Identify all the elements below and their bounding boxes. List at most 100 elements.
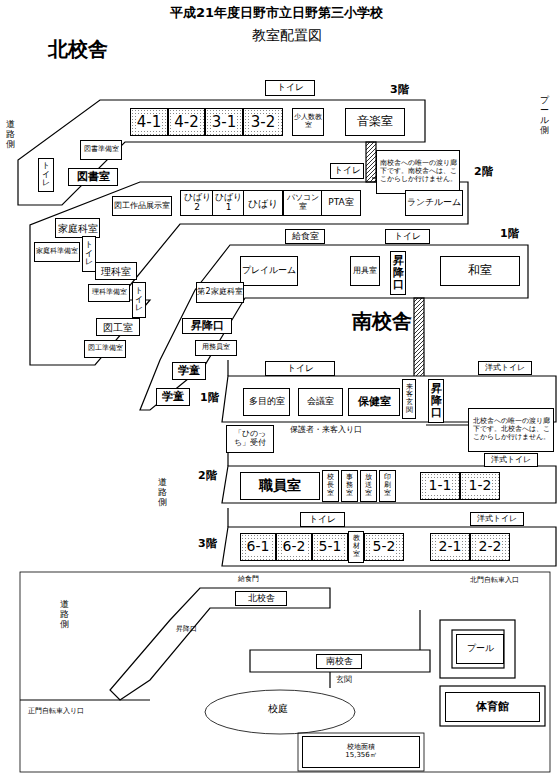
map-label: 昇降口 [176, 626, 197, 634]
room-box: 3-1 [205, 108, 243, 136]
room-box: 会議室 [298, 388, 343, 416]
map-label: 南校舎 [352, 310, 412, 332]
map-label: 北校舎 [48, 38, 108, 60]
room-box: 図工準備室 [84, 340, 126, 358]
room-box: ひばり1 [212, 190, 245, 216]
room-box: 来客玄関 [402, 379, 416, 419]
room-box: 用具室 [350, 256, 380, 286]
room-box: トイレ [38, 158, 54, 192]
room-name: 図工準備室 [88, 345, 123, 353]
room-box: 放送室 [360, 470, 377, 502]
room-box: トイレ [265, 361, 335, 376]
room-name: 印刷室 [384, 474, 391, 497]
room-box: 北校舎への唯一の渡り廊下です。北校舎へは、ここからしか行けません。 [468, 408, 554, 452]
room-name: 理科室 [101, 266, 131, 277]
room-name: ひばり [248, 198, 278, 209]
map-label: 保護者・来客入り口 [290, 426, 362, 435]
room-box: 図書室 [68, 168, 118, 186]
room-name: 昇降口 [191, 320, 224, 332]
room-box: 昇降口 [390, 251, 406, 295]
map-label: 3階 [390, 84, 409, 96]
room-name: 6-2 [282, 539, 307, 554]
room-name: 3-1 [211, 114, 238, 131]
room-name: 会議室 [307, 397, 334, 407]
map-label: 北門自転車入口 [470, 577, 519, 585]
room-name: 昇降口 [431, 383, 442, 419]
room-name: 体育館 [476, 701, 509, 713]
room-box: 第2家庭科室 [196, 282, 244, 303]
room-box: 多目的室 [243, 388, 290, 416]
room-name: 洋式トイレ [491, 456, 531, 465]
room-name: 少人数教室 [293, 114, 323, 129]
map-label: 玄関 [336, 676, 352, 685]
room-name: 15,356㎡ [345, 752, 377, 760]
room-box: トイレ [300, 512, 345, 527]
room-box: 昇降口 [428, 379, 444, 423]
room-name: 図書室 [77, 171, 110, 183]
room-name: 学童 [178, 365, 200, 377]
room-name: 洋式トイレ [485, 364, 525, 373]
room-name: 多目的室 [249, 397, 285, 407]
room-box: 2-1 [430, 533, 470, 561]
map-label: 校庭 [268, 703, 288, 714]
room-box: 南校舎 [316, 654, 362, 669]
room-box: トイレ [385, 229, 430, 244]
room-name: 2-1 [438, 539, 463, 554]
room-name: 学童 [162, 391, 184, 403]
room-name: ひばり2 [181, 193, 213, 213]
room-name: 洋式トイレ [477, 515, 517, 524]
room-box: トイレ [132, 282, 146, 318]
room-box: 北校舎 [235, 591, 287, 606]
room-box: 2-2 [470, 533, 510, 561]
room-box: 洋式トイレ [478, 361, 532, 375]
room-box: 5-2 [364, 533, 404, 561]
map-label: 2階 [474, 166, 493, 178]
room-name: 1-1 [428, 478, 453, 493]
room-name: 北校舎 [248, 594, 275, 604]
room-name: 4-2 [173, 114, 200, 131]
room-box: トイレ [265, 80, 315, 96]
room-box: 体育館 [445, 692, 540, 722]
room-box: 洋式トイレ [484, 453, 538, 467]
room-box: パソコン室 [283, 190, 323, 216]
room-name: 用務員室 [202, 344, 230, 352]
room-box: 事務室 [341, 470, 358, 502]
room-name: 第2家庭科室 [197, 288, 242, 297]
room-name: 音楽室 [357, 115, 393, 128]
map-label: 2階 [198, 470, 217, 482]
room-name: トイレ [85, 241, 93, 267]
room-name: 2-2 [478, 539, 503, 554]
room-name: 5-1 [318, 539, 343, 554]
room-box: ひばり [243, 190, 283, 216]
room-box: 6-2 [276, 533, 312, 561]
room-box: 図工作品展示室 [112, 196, 172, 216]
room-name: 南校舎への唯一の渡り廊下です。南校舎へは、ここからしか行けません。 [379, 160, 457, 183]
room-name: 4-1 [136, 114, 163, 131]
room-box: 音楽室 [345, 108, 405, 136]
room-box: 家庭科準備室 [34, 242, 80, 262]
room-box: 印刷室 [379, 470, 396, 502]
room-box: 職員室 [240, 472, 320, 500]
room-name: トイレ [309, 515, 336, 525]
room-box: 学童 [172, 362, 206, 380]
map-label: 道路側 [60, 600, 69, 630]
room-name: 職員室 [259, 478, 301, 493]
map-label: プール側 [540, 96, 549, 136]
room-box: 4-2 [168, 108, 205, 136]
room-box: 5-1 [312, 533, 348, 561]
room-box: 南校舎への唯一の渡り廊下です。南校舎へは、ここからしか行けません。 [376, 150, 460, 194]
room-name: 北校舎への唯一の渡り廊下です。北校舎へは、ここからしか行けません。 [471, 418, 551, 441]
room-name: 家庭科準備室 [36, 248, 78, 256]
room-name: 理科準備室 [92, 289, 127, 297]
room-box: 図工室 [96, 318, 140, 336]
room-box: 保健室 [348, 388, 400, 416]
room-name: 校地面積 [347, 744, 375, 752]
room-name: 来客玄関 [406, 384, 413, 415]
room-box: 1-2 [460, 472, 500, 500]
room-name: ランチルーム [407, 198, 461, 208]
map-label: 給食門 [238, 576, 259, 584]
map-label: 正門自転車入り口 [28, 708, 84, 716]
room-name: 放送室 [365, 474, 372, 497]
room-name: トイレ [277, 83, 304, 93]
room-box: 6-1 [240, 533, 276, 561]
